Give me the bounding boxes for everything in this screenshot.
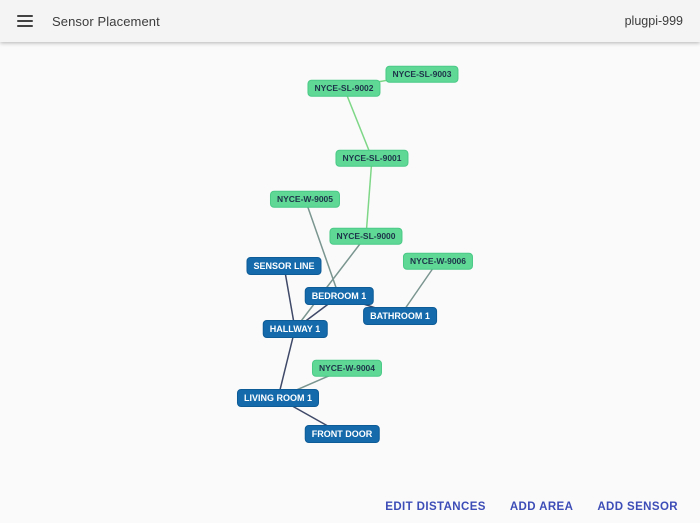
node-sensor-line[interactable]: SENSOR LINE bbox=[246, 257, 322, 275]
node-nyce-sl-9001[interactable]: NYCE-SL-9001 bbox=[335, 149, 409, 167]
node-nyce-sl-9003[interactable]: NYCE-SL-9003 bbox=[385, 65, 459, 83]
node-bathroom-1[interactable]: BATHROOM 1 bbox=[363, 307, 437, 325]
action-bar: EDIT DISTANCES ADD AREA ADD SENSOR bbox=[373, 495, 690, 519]
edge-nyce_sl_9000-hallway_1 bbox=[294, 235, 367, 330]
edge-nyce_w_9005-bedroom_1 bbox=[304, 198, 340, 297]
edge-nyce_w_9006-bathroom_1 bbox=[399, 260, 439, 317]
node-nyce-sl-9002[interactable]: NYCE-SL-9002 bbox=[307, 79, 381, 97]
app-bar: Sensor Placement plugpi-999 bbox=[0, 0, 700, 42]
edge-hallway_1-living_room_1 bbox=[277, 328, 296, 399]
node-bedroom-1[interactable]: BEDROOM 1 bbox=[304, 287, 374, 305]
edge-sensor_line-hallway_1 bbox=[283, 265, 296, 330]
node-nyce-w-9004[interactable]: NYCE-W-9004 bbox=[311, 359, 383, 377]
page-title: Sensor Placement bbox=[52, 13, 160, 29]
node-front-door[interactable]: FRONT DOOR bbox=[304, 425, 380, 443]
node-living-room-1[interactable]: LIVING ROOM 1 bbox=[236, 389, 320, 407]
node-nyce-sl-9000[interactable]: NYCE-SL-9000 bbox=[329, 227, 403, 245]
node-nyce-w-9006[interactable]: NYCE-W-9006 bbox=[402, 252, 474, 270]
graph-edges bbox=[277, 73, 439, 435]
edge-nyce_sl_9002-nyce_sl_9001 bbox=[343, 87, 373, 159]
add-area-button[interactable]: ADD AREA bbox=[498, 495, 585, 519]
add-sensor-button[interactable]: ADD SENSOR bbox=[585, 495, 690, 519]
hamburger-menu-icon[interactable] bbox=[17, 15, 33, 27]
edge-nyce_sl_9001-nyce_sl_9000 bbox=[365, 157, 373, 237]
edit-distances-button[interactable]: EDIT DISTANCES bbox=[373, 495, 498, 519]
node-nyce-w-9005[interactable]: NYCE-W-9005 bbox=[269, 190, 341, 208]
device-id-label: plugpi-999 bbox=[624, 14, 683, 28]
node-hallway-1[interactable]: HALLWAY 1 bbox=[262, 320, 328, 338]
